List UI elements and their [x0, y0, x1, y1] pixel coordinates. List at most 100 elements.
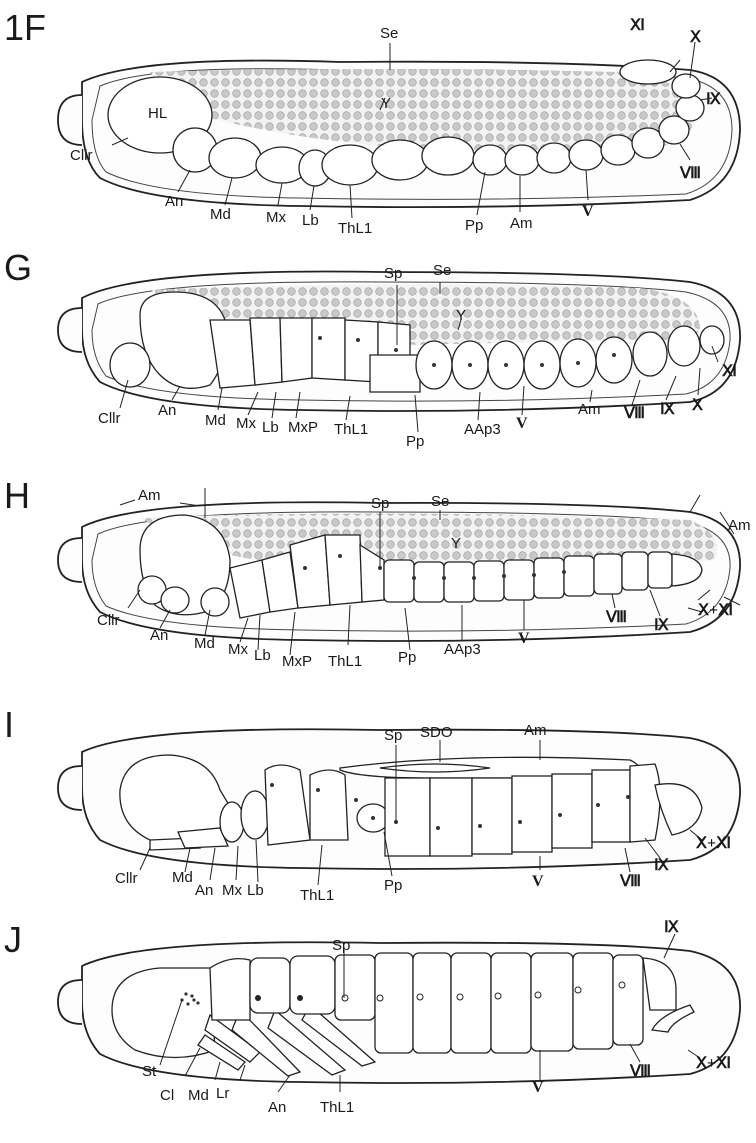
label-pp: Pp	[384, 877, 402, 894]
micropyle	[58, 95, 82, 145]
label-an: An	[165, 193, 183, 210]
label-am-right: Am	[728, 517, 751, 534]
label-cl: Cl	[160, 1087, 174, 1104]
panel-letter-h: H	[4, 475, 30, 516]
label-ix: Ⅸ	[664, 919, 679, 936]
label-mxp: MxP	[288, 419, 318, 436]
label-v: V	[532, 1079, 544, 1096]
label-thl1: ThL1	[334, 421, 368, 438]
label-lb: Lb	[247, 882, 264, 899]
panel-g: G Sp Se Y Cllr An Md Mx Lb	[4, 247, 740, 450]
panel-f: 1F Se Y HL Cllr An Md Mx Lb	[4, 7, 740, 237]
label-y: Y	[381, 95, 391, 112]
abdominal-segment-8	[676, 95, 704, 121]
label-mx: Mx	[222, 882, 242, 899]
label-hl: HL	[148, 105, 167, 122]
label-aap3: AAp3	[464, 421, 501, 438]
label-v: V	[516, 415, 528, 432]
label-ix: Ⅸ	[706, 91, 721, 108]
label-st: St	[142, 1063, 157, 1080]
label-xi: Ⅺ	[721, 363, 737, 380]
label-y: Y	[451, 535, 461, 552]
label-cllr: Cllr	[97, 612, 120, 629]
label-viii: Ⅷ	[623, 405, 645, 422]
label-x-xi: Ⅹ+Ⅺ	[695, 1055, 731, 1072]
label-thl1: ThL1	[300, 887, 334, 904]
label-pp: Pp	[406, 433, 424, 450]
panel-letter-j: J	[4, 919, 22, 960]
label-an: An	[158, 402, 176, 419]
label-sp: Sp	[384, 727, 402, 744]
abdominal-segment-9	[672, 74, 700, 98]
label-am: Am	[578, 401, 601, 418]
label-cllr: Cllr	[115, 870, 138, 887]
panel-letter-f: 1F	[4, 7, 46, 48]
label-thl1: ThL1	[328, 653, 362, 670]
label-sp: Sp	[332, 937, 350, 954]
label-lb: Lb	[262, 419, 279, 436]
label-sp: Sp	[371, 495, 389, 512]
thoracic-segment-3	[422, 137, 474, 175]
panel-letter-g: G	[4, 247, 32, 288]
label-pp: Pp	[465, 217, 483, 234]
thoracic-segment-2	[372, 140, 428, 180]
label-ix: Ⅸ	[660, 401, 675, 418]
abdominal-segment-10	[620, 60, 676, 84]
label-sdo: SDO	[420, 724, 453, 741]
panel-j: J Sp Ⅸ St Cl Md	[4, 919, 740, 1116]
label-se: Se	[431, 493, 449, 510]
label-md: Md	[188, 1087, 209, 1104]
label-se: Se	[380, 25, 398, 42]
label-ix: Ⅸ	[654, 857, 669, 874]
label-mx: Mx	[266, 209, 286, 226]
mandible-segment	[209, 138, 261, 178]
label-lb: Lb	[302, 212, 319, 229]
panel-letter-i: I	[4, 704, 14, 745]
label-sp: Sp	[384, 265, 402, 282]
label-thl1: ThL1	[338, 220, 372, 237]
label-viii: Ⅷ	[679, 165, 701, 182]
label-md: Md	[194, 635, 215, 652]
abdominal-segment-3	[537, 143, 571, 173]
label-mx: Mx	[228, 641, 248, 658]
label-aap3: AAp3	[444, 641, 481, 658]
thoracic-segment-1	[322, 145, 378, 185]
label-viii: Ⅷ	[629, 1063, 651, 1080]
label-am: Am	[510, 215, 533, 232]
label-x-xi: Ⅹ+Ⅺ	[697, 602, 733, 619]
label-v: V	[582, 203, 594, 220]
abdominal-segment-1	[473, 145, 507, 175]
label-mxp: MxP	[282, 653, 312, 670]
label-cllr: Cllr	[98, 410, 121, 427]
label-v: V	[532, 873, 544, 890]
label-an: An	[195, 882, 213, 899]
panel-h: H Am Sp Se Y Am Cllr A	[4, 475, 751, 670]
label-am: Am	[524, 722, 547, 739]
label-md: Md	[210, 206, 231, 223]
abdominal-segment-5	[601, 135, 635, 165]
label-mx: Mx	[236, 415, 256, 432]
label-cllr: Cllr	[70, 147, 93, 164]
label-ix: Ⅸ	[654, 617, 669, 634]
label-v: V	[518, 630, 530, 647]
abdominal-segment-2	[505, 145, 539, 175]
label-an: An	[150, 627, 168, 644]
label-se: Se	[433, 262, 451, 279]
panel-i: I Sp SDO Am Cllr Md An Mx	[4, 704, 740, 904]
label-pp: Pp	[398, 649, 416, 666]
label-thl1: ThL1	[320, 1099, 354, 1116]
label-an: An	[268, 1099, 286, 1116]
label-md: Md	[172, 869, 193, 886]
label-x-xi: Ⅹ+Ⅺ	[695, 835, 731, 852]
abdominal-segment-4	[569, 140, 603, 170]
label-am-left: Am	[138, 487, 161, 504]
label-viii: Ⅷ	[605, 609, 627, 626]
label-y: Y	[456, 307, 466, 324]
label-lb: Lb	[254, 647, 271, 664]
label-x: Ⅹ	[689, 29, 702, 46]
label-x: Ⅹ	[691, 397, 704, 414]
label-lr: Lr	[216, 1085, 229, 1102]
label-xi: Ⅺ	[629, 17, 645, 34]
label-viii: Ⅷ	[619, 873, 641, 890]
